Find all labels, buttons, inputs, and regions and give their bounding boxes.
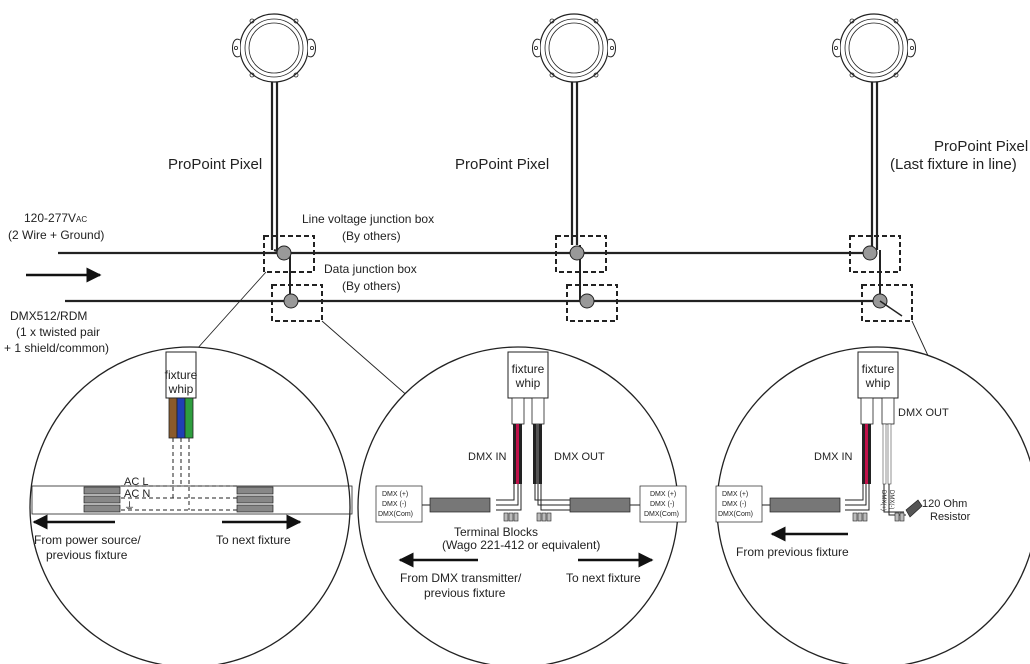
resistor-icon bbox=[905, 499, 923, 518]
leader-1 bbox=[195, 271, 267, 351]
svg-text:fixture: fixture bbox=[165, 368, 198, 382]
svg-text:DMX (-): DMX (-) bbox=[382, 501, 407, 508]
junction-boxes bbox=[263, 235, 913, 322]
svg-text:DMX(Com): DMX(Com) bbox=[644, 511, 679, 518]
detail-dmx: fixture whip DMX (+) DMX (-) DMX(Com) DM… bbox=[375, 351, 687, 600]
svg-text:DMX (-): DMX (-) bbox=[650, 501, 675, 508]
svg-text:whip: whip bbox=[865, 376, 891, 390]
line-box-label-1: Line voltage junction box bbox=[302, 212, 434, 226]
svg-text:previous fixture: previous fixture bbox=[424, 586, 506, 600]
svg-text:whip: whip bbox=[515, 376, 541, 390]
svg-text:AC N: AC N bbox=[124, 488, 150, 500]
fixture-1 bbox=[231, 13, 317, 300]
svg-text:DMX IN: DMX IN bbox=[468, 451, 507, 463]
svg-text:From power source/: From power source/ bbox=[34, 533, 141, 547]
svg-text:DMX(+): DMX(+) bbox=[880, 490, 886, 511]
power-label-2: (2 Wire + Ground) bbox=[8, 228, 104, 242]
svg-text:From DMX transmitter/: From DMX transmitter/ bbox=[400, 571, 522, 585]
data-box-label-2: (By others) bbox=[342, 279, 401, 293]
leader-3 bbox=[911, 320, 931, 361]
fixture-3 bbox=[831, 13, 917, 300]
dmx-label-2: (1 x twisted pair bbox=[16, 325, 100, 339]
svg-text:120 Ohm: 120 Ohm bbox=[922, 498, 967, 510]
detail-power: fixture whip AC L AC N ⏚ From power sour… bbox=[31, 351, 353, 562]
junction-nodes bbox=[276, 245, 888, 309]
fixture-3-label: ProPoint Pixel bbox=[934, 138, 1028, 155]
svg-text:DMX OUT: DMX OUT bbox=[554, 451, 605, 463]
fixture-1-label: ProPoint Pixel bbox=[168, 156, 262, 173]
svg-text:From previous fixture: From previous fixture bbox=[736, 545, 849, 559]
svg-text:DMX(-): DMX(-) bbox=[888, 490, 894, 509]
svg-text:whip: whip bbox=[168, 382, 194, 396]
svg-text:DMX (+): DMX (+) bbox=[722, 491, 748, 498]
terminator-line bbox=[879, 300, 903, 317]
detail-circle-power bbox=[29, 346, 351, 664]
svg-text:To next fixture: To next fixture bbox=[566, 571, 641, 585]
line-box-label-2: (By others) bbox=[342, 229, 401, 243]
svg-text:DMX IN: DMX IN bbox=[814, 451, 853, 463]
svg-text:DMX (-): DMX (-) bbox=[722, 501, 747, 508]
svg-text:DMX(Com): DMX(Com) bbox=[718, 511, 753, 518]
svg-text:Resistor: Resistor bbox=[930, 511, 971, 523]
svg-text:AC L: AC L bbox=[124, 476, 148, 488]
svg-text:(Wago 221-412 or equivalent): (Wago 221-412 or equivalent) bbox=[442, 538, 600, 552]
svg-text:Terminal Blocks: Terminal Blocks bbox=[454, 525, 538, 539]
svg-text:⏚: ⏚ bbox=[124, 500, 135, 513]
svg-text:fixture: fixture bbox=[512, 362, 545, 376]
svg-text:DMX OUT: DMX OUT bbox=[898, 407, 949, 419]
svg-text:previous fixture: previous fixture bbox=[46, 548, 128, 562]
svg-text:DMX(Com): DMX(Com) bbox=[378, 511, 413, 518]
dmx-label-3: + 1 shield/common) bbox=[4, 341, 109, 355]
dmx-label-1: DMX512/RDM bbox=[10, 309, 87, 323]
fixture-2-label: ProPoint Pixel bbox=[455, 156, 549, 173]
data-box-label-1: Data junction box bbox=[324, 262, 417, 276]
power-label: 120-277VAC bbox=[24, 211, 87, 225]
svg-text:DMX (+): DMX (+) bbox=[382, 491, 408, 498]
fixture-3-note: (Last fixture in line) bbox=[890, 156, 1017, 173]
svg-text:fixture: fixture bbox=[862, 362, 895, 376]
leader-2 bbox=[321, 320, 411, 399]
svg-text:DMX (+): DMX (+) bbox=[650, 491, 676, 498]
svg-text:To next fixture: To next fixture bbox=[216, 533, 291, 547]
detail-last: fixture whip DMX (+) DMX (-) DMX(Com) DM… bbox=[715, 351, 971, 559]
